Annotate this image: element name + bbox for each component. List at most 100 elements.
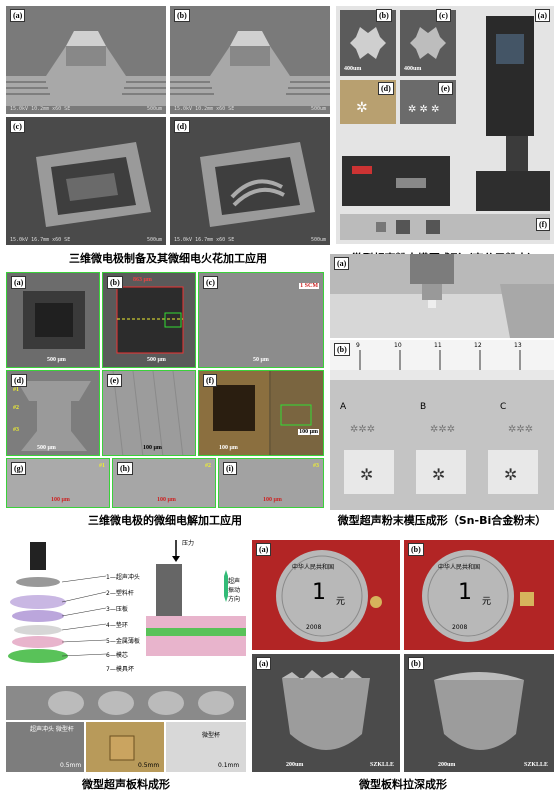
- coin-text: 中华人民共和国: [292, 564, 335, 571]
- part-label-5: 5—金属薄板: [106, 638, 140, 645]
- sem-info: 15.0kV 10.2mm x60 SE: [174, 106, 235, 112]
- ruler-11: 11: [434, 342, 442, 349]
- photo3-label: 微型杯: [202, 732, 221, 739]
- caption-middle-right: 微型超声粉末模压成形（Sn-Bi合金粉末）: [337, 514, 547, 527]
- ruler-12: 12: [474, 342, 482, 349]
- ecm-panel-e: (e) 100 μm: [102, 370, 196, 456]
- sem-info-bar: 15.0kV 10.2mm x60 SE 500um: [174, 106, 326, 112]
- coin-unit: 元: [482, 597, 492, 607]
- scale1-label: 0.5mm: [60, 762, 82, 769]
- snbi-parts-image: ✲ ✲ ✲ ✲✲✲ ✲✲✲ ✲✲✲: [330, 340, 554, 510]
- label-b: (b): [107, 276, 123, 289]
- sem-panel-d: (d) 15.0kV 16.7mm x60 SE 500um: [170, 117, 330, 245]
- sample-c-label: C: [500, 402, 507, 412]
- label-d: (d): [174, 120, 190, 133]
- sem-panel-a: (a) 15.0kV 10.2mm x60 SE 500um: [6, 6, 166, 114]
- scale2-label: 0.5mm: [138, 762, 160, 769]
- brand-b: SZKLLE: [523, 762, 548, 768]
- sem-cavity-d-image: [170, 117, 330, 245]
- part-label-7: 7—模具坏: [106, 666, 134, 673]
- part-label-3: 3—压板: [106, 606, 128, 613]
- label-g: (g): [11, 462, 27, 475]
- label-a: (a): [10, 9, 26, 22]
- caption-bottom-right: 微型板料拉深成形: [359, 778, 447, 791]
- scale-f1: 100 μm: [219, 445, 238, 451]
- scale-b: 500 μm: [147, 357, 166, 363]
- sem-info: 15.0kV 16.7mm x60 SE: [10, 237, 71, 243]
- scale-e: 100 μm: [143, 445, 162, 451]
- coin-year: 2008: [306, 624, 322, 631]
- label-d: (d): [11, 374, 27, 387]
- label-c: (c): [203, 276, 218, 289]
- svg-text:✲ ✲ ✲: ✲ ✲ ✲: [408, 104, 440, 115]
- part-label-6: 6—模芯: [106, 652, 128, 659]
- sem-scale: 500um: [146, 237, 162, 243]
- sample-a-label: A: [340, 402, 347, 412]
- label-f: (f): [536, 218, 550, 231]
- svg-text:✲: ✲: [360, 465, 373, 484]
- dim-top: 863 μm: [133, 277, 152, 283]
- sem-panel-c: (c) 15.0kV 16.7mm x60 SE 500um: [6, 117, 166, 245]
- ecm-panel-d: (d) #1 #2 #3 500 μm: [6, 370, 100, 456]
- sem-scale: 500um: [310, 237, 326, 243]
- sem-scale: 500um: [146, 106, 162, 112]
- sem-cavity-c-image: [6, 117, 166, 245]
- vibration-label: 超声 振动 方向: [228, 578, 241, 603]
- scale-c: 400um: [404, 66, 422, 72]
- coin-panel-a: (a) 中华人民共和国 1 元 2008: [252, 540, 400, 650]
- sem-info-bar: 15.0kV 16.7mm x60 SE 500um: [10, 237, 162, 243]
- brand-a: SZKLLE: [369, 762, 394, 768]
- sheet-forming-panel: 压力 超声 振动 方向 1—超声冲头 2—塑料杆 3—压板 4—垫环 5—金属薄…: [6, 536, 246, 772]
- scale-b: 400um: [344, 66, 362, 72]
- sem-info-bar: 15.0kV 16.7mm x60 SE 500um: [174, 237, 326, 243]
- mark-2: #2: [13, 405, 19, 411]
- cup-sem-image-b: [404, 654, 554, 772]
- coin-year: 2008: [452, 624, 468, 631]
- label-b: (b): [376, 9, 392, 22]
- scm-label: 1 SCM: [299, 283, 319, 289]
- label-a: (a): [11, 276, 27, 289]
- label-i: (i): [223, 462, 237, 475]
- mark-3: #3: [13, 427, 19, 433]
- svg-text:✲✲✲: ✲✲✲: [350, 424, 375, 435]
- part-label-4: 4—垫环: [106, 622, 128, 629]
- mark-2: #2: [205, 463, 211, 469]
- label-c: (c): [10, 120, 25, 133]
- scale3-label: 0.1mm: [218, 762, 240, 769]
- sem-scale: 500um: [310, 106, 326, 112]
- photo1-label: 超声冲头 微型杆: [30, 726, 74, 733]
- label-a: (a): [256, 543, 272, 556]
- scale-i: 100 μm: [263, 497, 282, 503]
- cup-sem-panel-b: (b) 200um SZKLLE: [404, 654, 554, 772]
- mark-1: #1: [99, 463, 105, 469]
- part-label-2: 2—塑料杆: [106, 590, 134, 597]
- caption-bottom-left: 微型超声板料成形: [82, 778, 170, 791]
- scale-c: 50 μm: [253, 357, 269, 363]
- sem-info: 15.0kV 16.7mm x60 SE: [174, 237, 235, 243]
- caption-top-left: 三维微电极制备及其微细电火花加工应用: [69, 252, 267, 265]
- ecm-panel-h: (h) 100 μm #2: [112, 458, 216, 508]
- coin-value: 1: [458, 580, 472, 605]
- label-d: (d): [378, 82, 394, 95]
- label-a: (a): [534, 9, 550, 22]
- svg-text:✲: ✲: [504, 465, 517, 484]
- cup-sem-panel-a: (a) 200um SZKLLE: [252, 654, 400, 772]
- ruler-9: 9: [356, 342, 360, 349]
- coin-image-a: [252, 540, 400, 650]
- ruler-13: 13: [514, 342, 522, 349]
- svg-text:✲✲✲: ✲✲✲: [508, 424, 533, 435]
- coin-image-b: [404, 540, 554, 650]
- ruler-10: 10: [394, 342, 402, 349]
- scale-h: 100 μm: [157, 497, 176, 503]
- coin-panel-b: (b) 中华人民共和国 1 元 2008: [404, 540, 554, 650]
- cup-sem-image-a: [252, 654, 400, 772]
- part-label-1: 1—超声冲头: [106, 574, 140, 581]
- sem-panel-b: (b) 15.0kV 10.2mm x60 SE 500um: [170, 6, 330, 114]
- sheet-forming-diagram: [6, 540, 246, 772]
- scale-a: 200um: [286, 762, 304, 768]
- label-c: (c): [436, 9, 451, 22]
- ecm-panel-g: (g) 100 μm #1: [6, 458, 110, 508]
- label-b: (b): [408, 543, 424, 556]
- coin-unit: 元: [336, 597, 346, 607]
- sem-info: 15.0kV 10.2mm x60 SE: [10, 106, 71, 112]
